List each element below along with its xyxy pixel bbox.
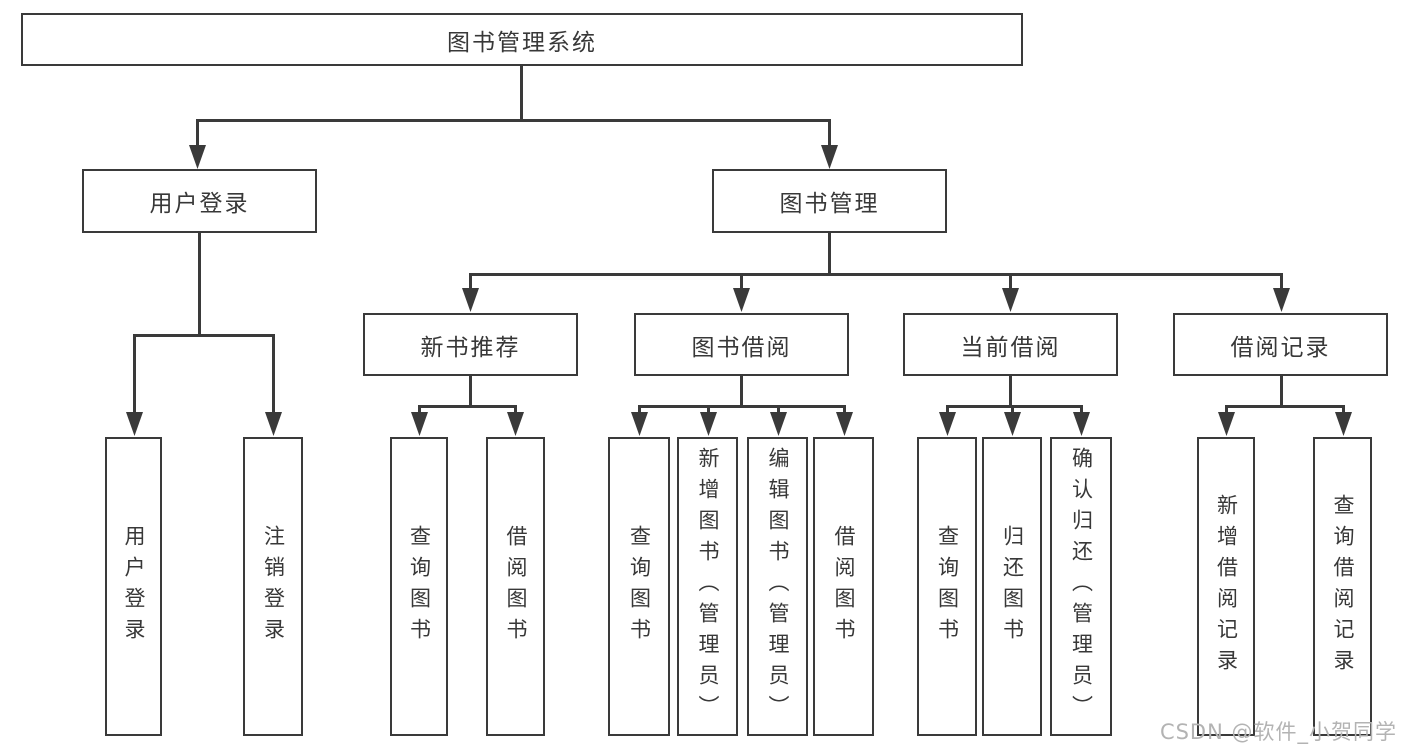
leaf-return-books: 归还图书 bbox=[982, 437, 1042, 736]
leaf-query-books-recommend: 查询图书 bbox=[390, 437, 448, 736]
node-library-management-system: 图书管理系统 bbox=[21, 13, 1023, 66]
leaf-borrow-books-recommend: 借阅图书 bbox=[486, 437, 545, 736]
leaf-add-books-admin: 新增图书（管理员） bbox=[677, 437, 738, 736]
csdn-watermark: CSDN @软件_小贺同学 bbox=[1159, 720, 1397, 744]
leaf-user-login: 用户登录 bbox=[105, 437, 162, 736]
leaf-add-borrow-record: 新增借阅记录 bbox=[1197, 437, 1255, 736]
node-new-book-recommendation: 新书推荐 bbox=[363, 313, 578, 376]
leaf-confirm-return-admin: 确认归还（管理员） bbox=[1050, 437, 1112, 736]
leaf-query-books-current: 查询图书 bbox=[917, 437, 977, 736]
node-user-login: 用户登录 bbox=[82, 169, 317, 233]
leaf-logout: 注销登录 bbox=[243, 437, 303, 736]
leaf-edit-books-admin: 编辑图书（管理员） bbox=[747, 437, 808, 736]
leaf-borrow-books: 借阅图书 bbox=[813, 437, 874, 736]
node-current-borrowing: 当前借阅 bbox=[903, 313, 1118, 376]
node-book-management: 图书管理 bbox=[712, 169, 947, 233]
node-borrowing-records: 借阅记录 bbox=[1173, 313, 1388, 376]
leaf-query-books-borrow: 查询图书 bbox=[608, 437, 670, 736]
node-book-borrowing: 图书借阅 bbox=[634, 313, 849, 376]
leaf-query-borrow-record: 查询借阅记录 bbox=[1313, 437, 1372, 736]
